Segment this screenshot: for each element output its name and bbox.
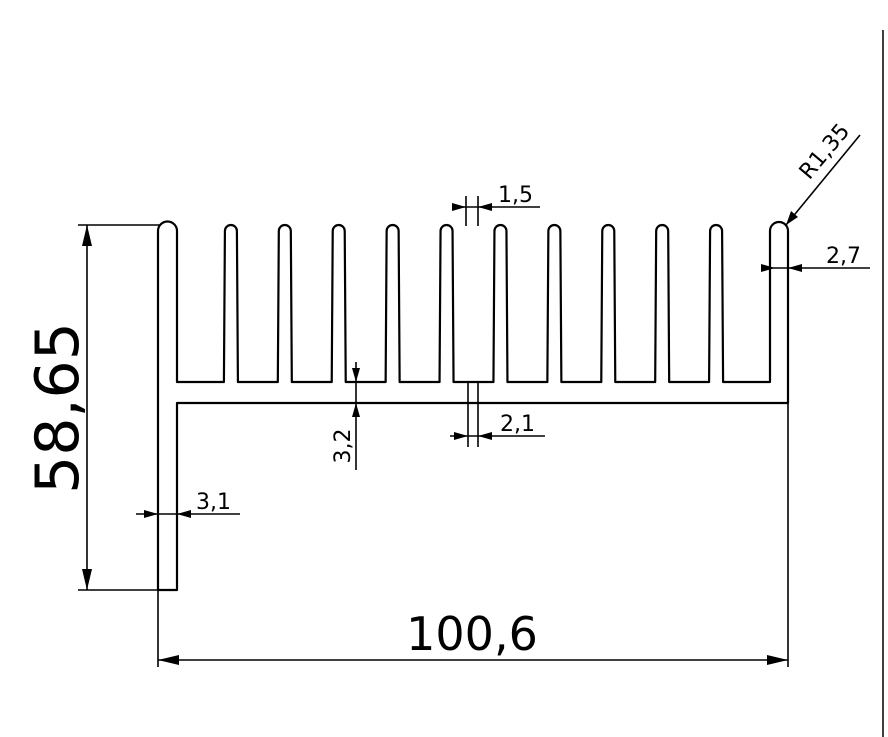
wall-thickness-arrow-right — [177, 510, 191, 518]
fin-tip-arrow-right — [478, 203, 492, 211]
base-thickness-label: 3,2 — [331, 429, 356, 464]
base-thickness-arrow-top — [352, 368, 360, 382]
wall-thickness-arrow-left — [144, 510, 158, 518]
dimension-arrows — [82, 203, 802, 665]
heatsink-profile — [156, 220, 790, 592]
wall-thickness-label: 3,1 — [196, 490, 231, 515]
height-arrow-bottom — [82, 569, 92, 590]
end-fin-width-label: 2,7 — [826, 244, 861, 269]
fin-root-width-label: 2,1 — [500, 412, 535, 437]
dimension-lines — [78, 134, 870, 667]
radius-leader — [785, 134, 861, 226]
fin-tip-arrow-left — [452, 203, 466, 211]
radius-arrow — [786, 211, 798, 225]
base-thickness-arrow-bottom — [352, 403, 360, 417]
end-fin-arrow-right — [788, 264, 802, 272]
overall-width-label: 100,6 — [406, 607, 538, 661]
end-fin-arrow-left — [761, 264, 775, 272]
width-arrow-left — [158, 655, 179, 665]
fin-tip-width-label: 1,5 — [498, 183, 533, 208]
width-arrow-right — [767, 655, 788, 665]
fin-root-arrow-left — [454, 432, 468, 440]
overall-height-label: 58,65 — [23, 322, 93, 494]
fin-root-arrow-right — [478, 432, 492, 440]
profile-outline — [156, 220, 790, 592]
height-arrow-top — [82, 225, 92, 246]
